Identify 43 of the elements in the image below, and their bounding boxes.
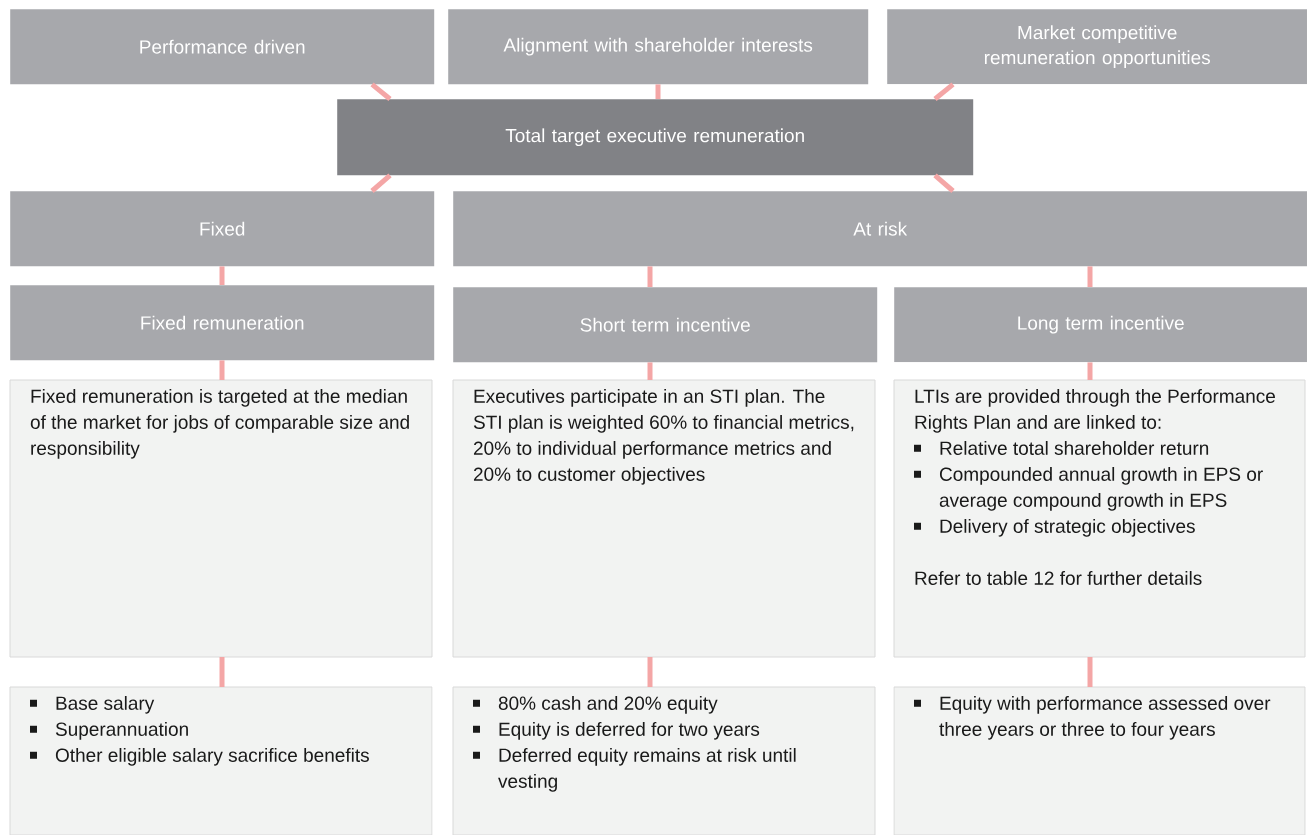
connector-line <box>647 362 653 380</box>
bullet-item: Other eligible salary sacrifice benefits <box>30 748 369 766</box>
paragraph: Refer to table 12 for further details <box>915 571 1202 585</box>
connector-line <box>370 82 392 101</box>
header-box: Short term incentive <box>453 287 878 363</box>
header-box: Fixed <box>10 191 435 267</box>
bullet-item: Deferred equity remains at risk until vesting <box>473 748 796 792</box>
bullet-list-box <box>9 686 433 835</box>
bullet-item: Equity with performance assessed over three years or three to four years <box>914 696 1271 740</box>
bullet-list-box <box>893 686 1306 835</box>
summary-box: Total target executive remuneration <box>337 99 974 176</box>
connector-line <box>219 360 225 380</box>
description-box <box>893 379 1306 658</box>
connector-line <box>647 657 653 687</box>
connector-line <box>933 82 955 101</box>
connector-line <box>655 84 661 99</box>
paragraph: LTIs are provided through the Performance Rights Plan and are linked to: <box>915 389 1275 433</box>
bullet-item: Relative total shareholder return <box>914 441 1209 455</box>
connector-line <box>219 266 225 285</box>
bullet-item: Superannuation <box>30 722 188 740</box>
paragraph: Fixed remuneration is targeted at the median of the market for jobs of comparable size and responsibility <box>30 389 409 459</box>
paragraph: Executives participate in an STI plan. The STI plan is weighted 60% to financial metrics, 20% to individual performance metrics and 20% to customer objectives <box>473 389 854 485</box>
description-box <box>9 379 433 658</box>
connector-line <box>1087 266 1093 287</box>
description-box <box>452 379 876 658</box>
connector-line <box>370 173 392 193</box>
connector-line <box>933 173 955 193</box>
bullet-item: 80% cash and 20% equity <box>473 696 718 714</box>
connector-line <box>219 657 225 687</box>
bullet-item: Equity is deferred for two years <box>473 722 760 740</box>
connector-line <box>1087 362 1093 380</box>
connector-line <box>647 266 653 287</box>
header-box: Long term incentive <box>894 287 1307 363</box>
header-box: Alignment with shareholder interests <box>448 9 869 85</box>
header-box: Market competitive remuneration opportunities <box>887 9 1307 85</box>
connector-line <box>1087 657 1093 687</box>
bullet-item: Base salary <box>30 696 155 714</box>
bullet-item: Compounded annual growth in EPS or average compound growth in EPS <box>914 467 1263 511</box>
bullet-list-box <box>452 686 876 835</box>
header-box: At risk <box>453 191 1307 267</box>
header-box: Performance driven <box>10 9 435 85</box>
bullet-item: Delivery of strategic objectives <box>914 519 1195 537</box>
header-box: Fixed remuneration <box>10 285 435 361</box>
